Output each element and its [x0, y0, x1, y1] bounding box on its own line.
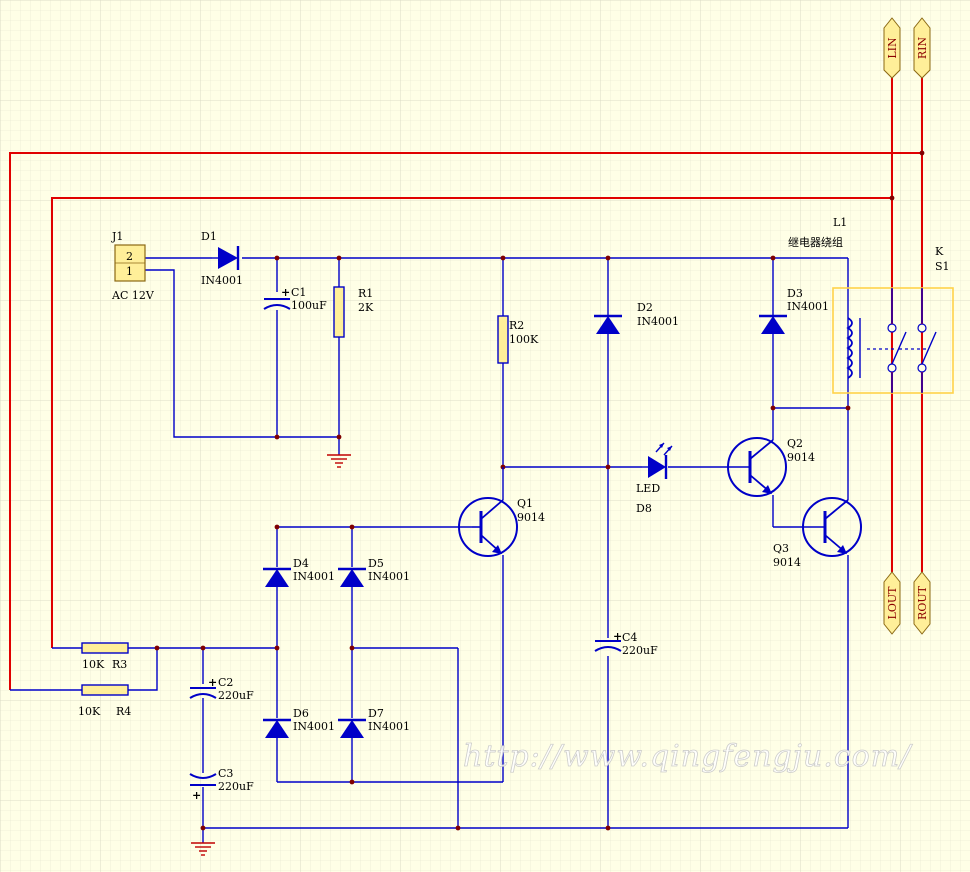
resistor-r4: 10K R4	[78, 684, 131, 718]
junctions	[154, 150, 925, 831]
c3-ref: C3	[218, 767, 233, 780]
c2-value: 220uF	[218, 689, 254, 702]
resistor-r1: R1 2K	[333, 286, 374, 338]
d7-value: IN4001	[368, 720, 410, 733]
c4-plus: +	[613, 630, 622, 643]
c2-plus: +	[208, 676, 217, 689]
r4-ref: R4	[116, 705, 131, 718]
led-ref: D8	[636, 502, 652, 515]
diode-d4: D4 IN4001	[263, 557, 335, 587]
q3-value: 9014	[773, 556, 801, 569]
capacitor-c3: + C3 220uF	[189, 767, 254, 802]
c2-ref: C2	[218, 676, 233, 689]
j1-designator: J1	[111, 230, 123, 243]
j1-pin1: 1	[126, 265, 133, 278]
d2-ref: D2	[637, 301, 653, 314]
watermark-url: http://www.qingfengju.com/	[463, 739, 913, 774]
capacitor-c4: + C4 220uF	[594, 630, 658, 657]
q2-value: 9014	[787, 451, 815, 464]
diode-d6: D6 IN4001	[263, 707, 335, 738]
port-rin-label: RIN	[916, 37, 929, 60]
resistor-r2: R2 100K	[497, 315, 539, 364]
relay-k1	[832, 287, 954, 394]
d7-ref: D7	[368, 707, 384, 720]
port-lin: LIN	[883, 17, 901, 79]
relay-coil-name: 继电器绕组	[788, 235, 843, 249]
transistor-q3	[802, 497, 862, 557]
d6-ref: D6	[293, 707, 309, 720]
port-lout-label: LOUT	[886, 586, 899, 620]
diode-d3: D3 IN4001	[759, 287, 829, 334]
d6-value: IN4001	[293, 720, 335, 733]
q2-ref: Q2	[787, 437, 803, 450]
q1-ref: Q1	[517, 497, 533, 510]
resistor-r3: 10K R3	[81, 642, 129, 671]
c3-value: 220uF	[218, 780, 254, 793]
r3-value: 10K	[82, 658, 105, 671]
r2-ref: R2	[509, 319, 524, 332]
r1-ref: R1	[358, 287, 373, 300]
r3-ref: R3	[112, 658, 127, 671]
d3-ref: D3	[787, 287, 803, 300]
j1-pin2: 2	[126, 250, 133, 263]
q1-value: 9014	[517, 511, 545, 524]
q3-ref: Q3	[773, 542, 789, 555]
led-d8: LED D8	[636, 442, 673, 515]
r2-value: 100K	[509, 333, 539, 346]
diode-d2: D2 IN4001	[594, 301, 679, 334]
d1-ref: D1	[201, 230, 217, 243]
connector-j1: J1 2 1 AC 12V	[111, 230, 155, 302]
ground-symbol-top	[327, 454, 351, 468]
blue-wires	[10, 257, 849, 843]
c1-ref: C1	[291, 286, 306, 299]
c4-ref: C4	[622, 631, 637, 644]
d3-value: IN4001	[787, 300, 829, 313]
port-rin: RIN	[913, 17, 931, 79]
capacitor-c1: + C1 100uF	[263, 286, 327, 312]
d4-value: IN4001	[293, 570, 335, 583]
r4-value: 10K	[78, 705, 101, 718]
d4-ref: D4	[293, 557, 309, 570]
d1-value: IN4001	[201, 274, 243, 287]
d5-ref: D5	[368, 557, 384, 570]
transistor-q1	[458, 467, 518, 557]
c1-plus: +	[281, 286, 290, 299]
ground-symbol-bottom	[191, 842, 215, 856]
c3-plus: +	[192, 789, 201, 802]
diode-d1: D1 IN4001	[201, 230, 243, 287]
relay-switch-ref: K	[935, 245, 944, 258]
diode-d7: D7 IN4001	[338, 707, 410, 738]
r1-value: 2K	[358, 301, 374, 314]
port-lin-label: LIN	[886, 37, 899, 59]
j1-value: AC 12V	[111, 289, 155, 302]
transistor-q2	[727, 437, 787, 497]
port-lout: LOUT	[883, 571, 901, 635]
c4-value: 220uF	[622, 644, 658, 657]
relay-coil-ref: L1	[833, 216, 847, 229]
d5-value: IN4001	[368, 570, 410, 583]
d2-value: IN4001	[637, 315, 679, 328]
capacitor-c2: + C2 220uF	[189, 676, 254, 702]
port-rout-label: ROUT	[916, 585, 929, 620]
relay-switch-name: S1	[935, 260, 950, 273]
port-rout: ROUT	[913, 571, 931, 635]
c1-value: 100uF	[291, 299, 327, 312]
diode-d5: D5 IN4001	[338, 557, 410, 587]
led-label: LED	[636, 482, 660, 495]
